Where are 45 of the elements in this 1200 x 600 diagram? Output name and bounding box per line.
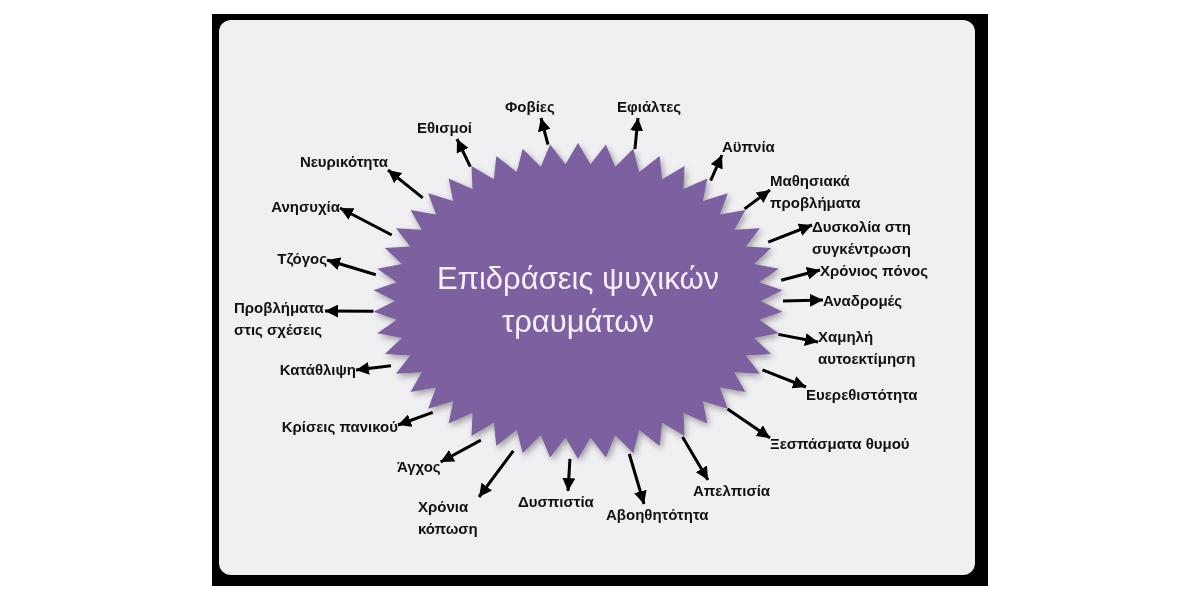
arrow: [455, 138, 472, 168]
arrow: [709, 154, 724, 182]
arrow: [326, 257, 377, 277]
arrow: [761, 368, 807, 389]
effect-label: Κατάθλιψη: [279, 359, 356, 381]
arrow: [339, 206, 393, 237]
effect-label: Δυσκολία στη συγκέντρωση: [812, 216, 912, 260]
effect-label: Εθισμοί: [416, 117, 472, 139]
arrow: [778, 332, 819, 346]
arrow: [387, 168, 424, 199]
arrow: [477, 450, 515, 498]
effect-label: Άγχος: [397, 456, 441, 478]
arrow: [439, 438, 482, 464]
arrow: [397, 411, 434, 427]
arrow: [325, 304, 374, 318]
arrow: [562, 458, 576, 492]
arrow: [355, 361, 392, 375]
arrow: [780, 267, 821, 282]
effect-label: Χρόνια κόπωση: [418, 496, 479, 540]
effect-label: Αναδρομές: [823, 290, 903, 312]
effect-label: Εφιάλτες: [617, 96, 682, 118]
arrow: [627, 453, 647, 505]
effect-label: Νευρικότητα: [299, 151, 388, 173]
effect-label: Ξεσπάσματα θυμού: [770, 433, 910, 455]
arrow: [538, 117, 551, 146]
effect-label: Προβλήματα στις σχέσεις: [234, 297, 325, 341]
effect-label: Δυσπιστία: [518, 491, 594, 513]
effect-label: Αβοηθητότητα: [606, 504, 709, 526]
arrow: [681, 436, 710, 481]
effect-label: Τζόγος: [277, 248, 327, 270]
effect-label: Χαμηλή αυτοεκτίμηση: [818, 326, 917, 370]
effect-label: Απελπισία: [693, 480, 771, 502]
arrow: [630, 117, 644, 150]
effect-label: Ανησυχία: [271, 196, 340, 218]
arrow: [743, 188, 771, 211]
effect-label: Αϋπνία: [722, 136, 775, 158]
effect-label: Κρίσεις πανικού: [281, 416, 398, 438]
arrow: [782, 293, 824, 307]
effect-label: Χρόνιος πόνος: [820, 260, 929, 282]
arrow: [726, 407, 771, 440]
effect-label: Ευερεθιστότητα: [806, 384, 918, 406]
arrow: [767, 223, 813, 244]
effect-label: Φοβίες: [505, 96, 555, 118]
center-title: Επιδράσεις ψυχικών τραυμάτων: [435, 260, 721, 341]
effect-label: Μαθησιακά προβλήματα: [770, 170, 862, 214]
